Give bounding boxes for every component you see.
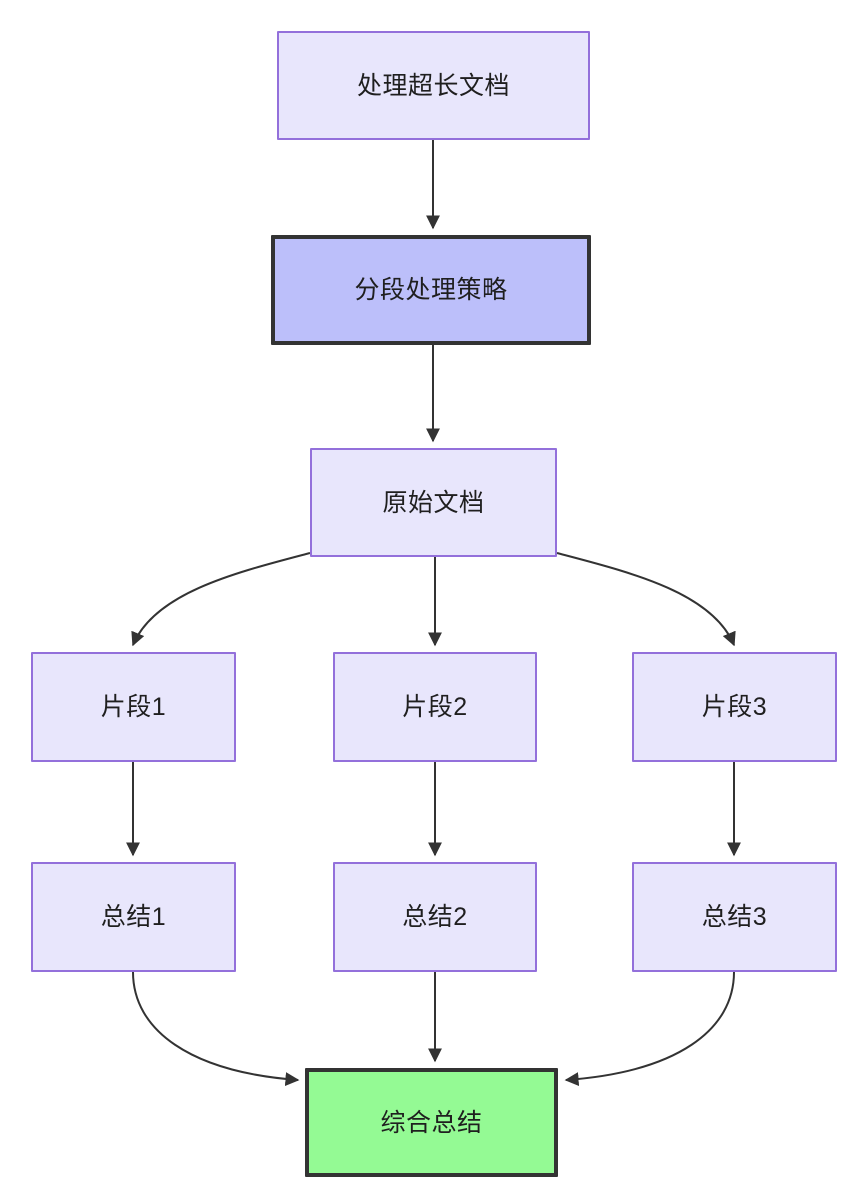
edge-n3-n4 <box>131 552 311 647</box>
node-summary-3[interactable]: 总结3 <box>632 862 837 972</box>
node-label: 片段3 <box>701 693 768 721</box>
node-label: 处理超长文档 <box>356 71 510 100</box>
node-label: 总结1 <box>100 903 167 931</box>
node-fragment-3[interactable]: 片段3 <box>632 652 837 762</box>
node-comprehensive-summary[interactable]: 综合总结 <box>305 1068 558 1177</box>
node-summary-2[interactable]: 总结2 <box>333 862 537 972</box>
node-label: 总结2 <box>402 903 468 931</box>
edge-n9-n10 <box>564 971 735 1087</box>
node-label: 总结3 <box>701 903 768 931</box>
node-label: 综合总结 <box>380 1108 483 1137</box>
node-label: 片段2 <box>402 693 468 721</box>
node-process-long-document[interactable]: 处理超长文档 <box>277 31 590 140</box>
node-fragment-2[interactable]: 片段2 <box>333 652 537 762</box>
edge-n7-n10 <box>132 971 300 1087</box>
node-label: 片段1 <box>100 693 167 721</box>
node-fragment-1[interactable]: 片段1 <box>31 652 236 762</box>
edge-n3-n6 <box>556 552 736 647</box>
node-label: 分段处理策略 <box>354 276 508 304</box>
node-label: 原始文档 <box>382 488 485 517</box>
node-chunking-strategy[interactable]: 分段处理策略 <box>271 235 591 345</box>
node-summary-1[interactable]: 总结1 <box>31 862 236 972</box>
node-original-document[interactable]: 原始文档 <box>310 448 557 557</box>
